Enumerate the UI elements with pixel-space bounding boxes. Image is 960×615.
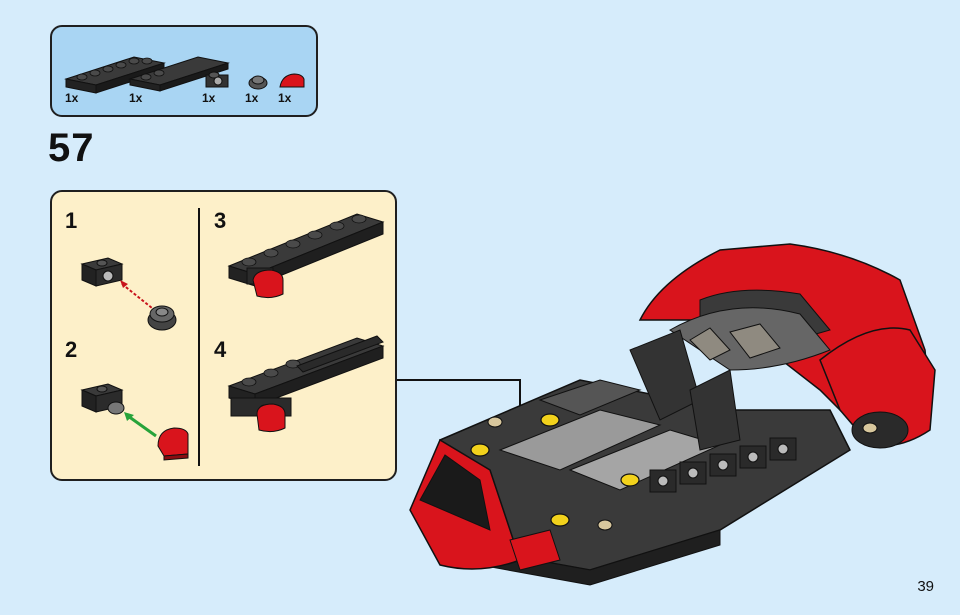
assembly-arrow — [121, 283, 153, 309]
red-curved-slope-icon — [279, 73, 305, 88]
part-quantity: 1x — [202, 91, 216, 105]
step-number: 57 — [48, 126, 95, 170]
part-quantity: 1x — [245, 91, 259, 105]
substep-number: 2 — [65, 337, 78, 362]
part-quantity: 1x — [129, 91, 143, 105]
red-slope-part — [157, 427, 189, 461]
substep-divider — [198, 208, 200, 466]
substep-2-illustration — [80, 383, 189, 461]
car-model-illustration — [409, 243, 936, 586]
substep-3-illustration — [227, 213, 385, 299]
substep-number: 4 — [214, 337, 227, 362]
red-slope-part — [252, 269, 284, 299]
bracket-part — [80, 383, 125, 415]
round-plate-part — [147, 305, 177, 331]
substep-box: 1 2 3 4 — [50, 190, 397, 481]
substep-1-illustration — [80, 257, 177, 331]
substep-4-illustration — [227, 335, 385, 433]
black-plate-1x6-icon — [64, 56, 166, 94]
part-quantity: 1x — [65, 91, 79, 105]
red-slope-part — [256, 403, 286, 433]
assembly-arrow — [127, 414, 157, 438]
parts-list-box: 1x 1x 1x 1x 1x — [50, 25, 318, 117]
substep-number: 3 — [214, 208, 227, 233]
black-bracket-plate-icon — [205, 71, 229, 88]
part-quantity: 1x — [278, 91, 292, 105]
substep-number: 1 — [65, 208, 78, 233]
bracket-part — [80, 257, 124, 287]
page-number: 39 — [917, 578, 934, 595]
black-tile-plate-1x6-icon — [128, 56, 230, 92]
dark-round-plate-icon — [248, 75, 268, 90]
